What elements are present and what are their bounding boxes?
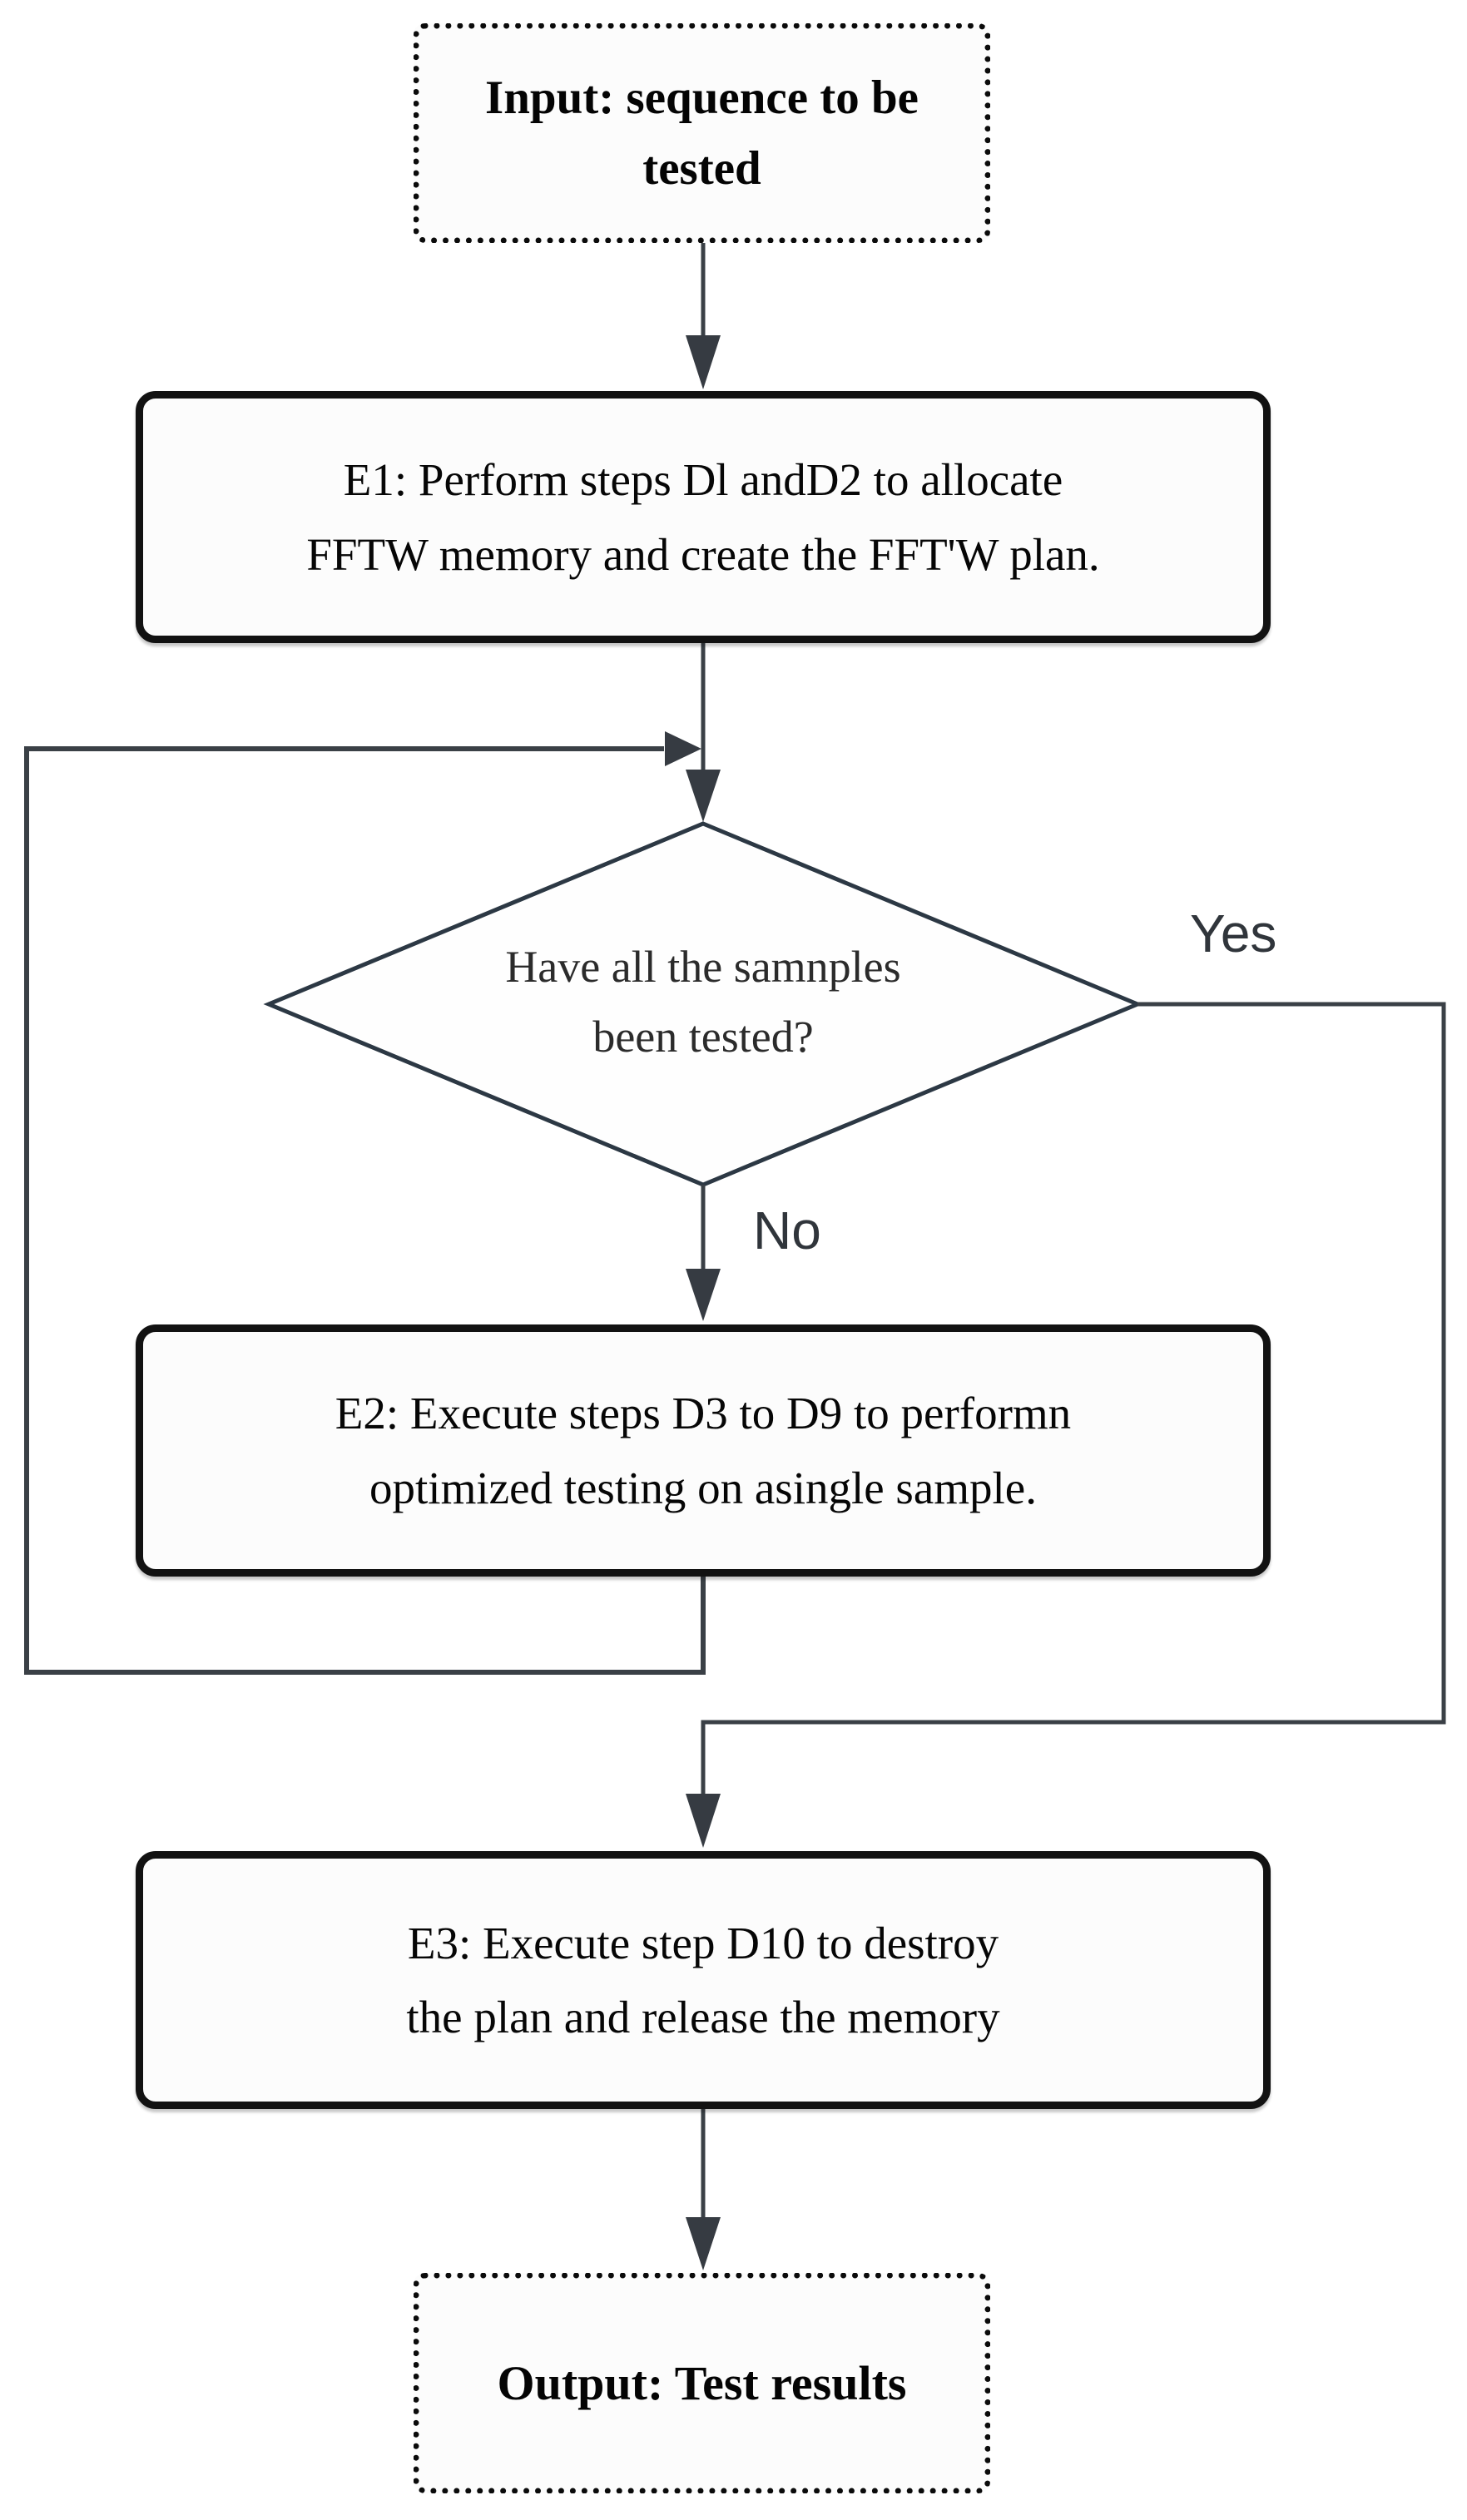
input-text-line2: tested xyxy=(642,142,761,195)
node-output-terminal: Output: Test results xyxy=(414,2273,990,2493)
output-text: Output: Test results xyxy=(497,2356,907,2410)
decision-text-line2: been tested? xyxy=(592,1012,814,1062)
e2-text-line2: optimized testing on asingle sample. xyxy=(369,1462,1037,1513)
node-e3-process: E3: Execute step D10 to destroy the plan… xyxy=(136,1851,1271,2109)
e3-text-line1: E3: Execute step D10 to destroy xyxy=(407,1917,999,1968)
node-e1-process: E1: Perform steps Dl andD2 to allocate F… xyxy=(136,391,1271,643)
node-decision-text: Have all the samnples been tested? xyxy=(370,911,1036,1094)
edge-decision-to-e3 xyxy=(701,1002,1446,1795)
arrowhead-junction-right-icon xyxy=(665,731,701,766)
node-e2-process: E2: Execute steps D3 to D9 to performn o… xyxy=(136,1324,1271,1577)
e1-text-line1: E1: Perform steps Dl andD2 to allocate xyxy=(343,454,1063,506)
arrowhead-into-output-icon xyxy=(686,2217,721,2270)
arrowhead-into-e2-icon xyxy=(686,1269,721,1321)
node-input-terminal: Input: sequence to be tested xyxy=(414,23,990,243)
e1-text-line2: FFTW memory and create the FFT'W plan. xyxy=(306,528,1100,580)
decision-text-line1: Have all the samnples xyxy=(505,942,901,993)
arrowhead-into-decision-icon xyxy=(686,770,721,822)
edge-label-no: No xyxy=(753,1201,821,1260)
arrowhead-into-e1-icon xyxy=(686,335,721,389)
e3-text-line2: the plan and release the memory xyxy=(406,1992,1000,2042)
e2-text-line1: E2: Execute steps D3 to D9 to performn xyxy=(335,1388,1072,1439)
input-text-line1: Input: sequence to be xyxy=(485,71,919,124)
edge-label-yes: Yes xyxy=(1190,904,1277,963)
edge-e2-loopback-to-junction xyxy=(24,746,706,1675)
arrowhead-into-e3-icon xyxy=(686,1794,721,1848)
